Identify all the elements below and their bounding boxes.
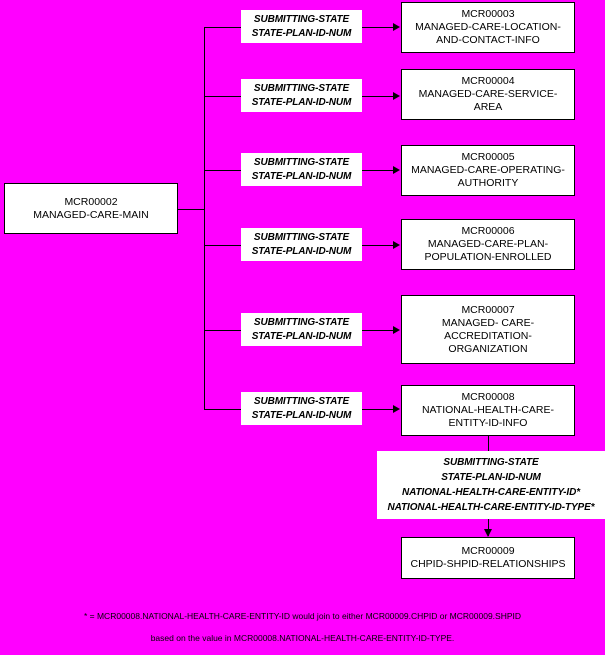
relationship-label-5: SUBMITTING-STATE STATE-PLAN-ID-NUM bbox=[241, 313, 362, 346]
entity-id: MCR00003 bbox=[461, 8, 515, 20]
relationship-label-line1: SUBMITTING-STATE bbox=[253, 156, 350, 168]
entity-name: MANAGED-CARE-OPERATING- AUTHORITY bbox=[411, 164, 565, 189]
footnote: * = MCR00008.NATIONAL-HEALTH-CARE-ENTITY… bbox=[0, 600, 605, 655]
entity-mcr00003[interactable]: MCR00003 MANAGED-CARE-LOCATION- AND-CONT… bbox=[401, 2, 575, 53]
lower-label-line4: NATIONAL-HEALTH-CARE-ENTITY-ID-TYPE* bbox=[387, 502, 595, 513]
parent-stub-line bbox=[178, 209, 205, 210]
relationship-label-line2: STATE-PLAN-ID-NUM bbox=[251, 170, 352, 182]
arrowhead-3 bbox=[393, 166, 400, 174]
relationship-label-line1: SUBMITTING-STATE bbox=[253, 316, 350, 328]
arrowhead-1 bbox=[393, 23, 400, 31]
footnote-line1: * = MCR00008.NATIONAL-HEALTH-CARE-ENTITY… bbox=[83, 611, 522, 621]
entity-mcr00007[interactable]: MCR00007 MANAGED- CARE- ACCREDITATION- O… bbox=[401, 295, 575, 364]
entity-name: MANAGED-CARE-LOCATION- AND-CONTACT-INFO bbox=[415, 21, 561, 46]
entity-name: MANAGED-CARE-SERVICE- AREA bbox=[418, 88, 558, 113]
entity-mcr00006[interactable]: MCR00006 MANAGED-CARE-PLAN- POPULATION-E… bbox=[401, 219, 575, 270]
relationship-label-6: SUBMITTING-STATE STATE-PLAN-ID-NUM bbox=[241, 392, 362, 425]
entity-mcr00005[interactable]: MCR00005 MANAGED-CARE-OPERATING- AUTHORI… bbox=[401, 145, 575, 196]
relationship-label-3: SUBMITTING-STATE STATE-PLAN-ID-NUM bbox=[241, 153, 362, 186]
relationship-label-line1: SUBMITTING-STATE bbox=[253, 13, 350, 25]
entity-id: MCR00006 bbox=[461, 225, 515, 237]
entity-id: MCR00002 bbox=[64, 195, 118, 208]
relationship-label-line2: STATE-PLAN-ID-NUM bbox=[251, 27, 352, 39]
entity-mcr00002[interactable]: MCR00002 MANAGED-CARE-MAIN bbox=[4, 183, 178, 234]
entity-id: MCR00007 bbox=[461, 303, 515, 316]
entity-name: MANAGED-CARE-PLAN- POPULATION-ENROLLED bbox=[424, 238, 552, 263]
relationship-label-line2: STATE-PLAN-ID-NUM bbox=[251, 96, 352, 108]
relationship-label-line2: STATE-PLAN-ID-NUM bbox=[251, 409, 352, 421]
lower-label-line3: NATIONAL-HEALTH-CARE-ENTITY-ID* bbox=[402, 487, 580, 498]
entity-name: CHPID-SHPID-RELATIONSHIPS bbox=[410, 558, 566, 570]
arrowhead-6 bbox=[393, 405, 400, 413]
trunk-line bbox=[204, 27, 205, 409]
relationship-label-line2: STATE-PLAN-ID-NUM bbox=[251, 330, 352, 342]
arrowhead-2 bbox=[393, 92, 400, 100]
entity-id: MCR00008 bbox=[461, 391, 515, 403]
relationship-label-1: SUBMITTING-STATE STATE-PLAN-ID-NUM bbox=[241, 10, 362, 43]
entity-mcr00004[interactable]: MCR00004 MANAGED-CARE-SERVICE- AREA bbox=[401, 69, 575, 120]
relationship-label-line2: STATE-PLAN-ID-NUM bbox=[251, 245, 352, 257]
lower-label-line2: STATE-PLAN-ID-NUM bbox=[441, 472, 541, 483]
relationship-label-line1: SUBMITTING-STATE bbox=[253, 395, 350, 407]
entity-id: MCR00009 bbox=[461, 545, 515, 557]
entity-mcr00009[interactable]: MCR00009 CHPID-SHPID-RELATIONSHIPS bbox=[401, 537, 575, 579]
arrowhead-4 bbox=[393, 241, 400, 249]
entity-name: MANAGED-CARE-MAIN bbox=[33, 208, 149, 221]
arrowhead-terminal bbox=[484, 529, 492, 537]
entity-name: MANAGED- CARE- ACCREDITATION- ORGANIZATI… bbox=[441, 316, 535, 355]
relationship-label-4: SUBMITTING-STATE STATE-PLAN-ID-NUM bbox=[241, 228, 362, 261]
footnote-line2: based on the value in MCR00008.NATIONAL-… bbox=[150, 633, 455, 643]
lower-label-line1: SUBMITTING-STATE bbox=[443, 457, 539, 468]
entity-name: NATIONAL-HEALTH-CARE- ENTITY-ID-INFO bbox=[421, 404, 555, 429]
entity-id: MCR00004 bbox=[461, 75, 515, 87]
arrowhead-5 bbox=[393, 326, 400, 334]
diagram-canvas: MCR00002 MANAGED-CARE-MAIN SUBMITTING-ST… bbox=[4, 2, 605, 643]
relationship-label-2: SUBMITTING-STATE STATE-PLAN-ID-NUM bbox=[241, 79, 362, 112]
lower-relationship-label: SUBMITTING-STATE STATE-PLAN-ID-NUM NATIO… bbox=[377, 451, 605, 519]
relationship-label-line1: SUBMITTING-STATE bbox=[253, 231, 350, 243]
relationship-label-line1: SUBMITTING-STATE bbox=[253, 82, 350, 94]
entity-mcr00008[interactable]: MCR00008 NATIONAL-HEALTH-CARE- ENTITY-ID… bbox=[401, 385, 575, 436]
entity-id: MCR00005 bbox=[461, 151, 515, 163]
